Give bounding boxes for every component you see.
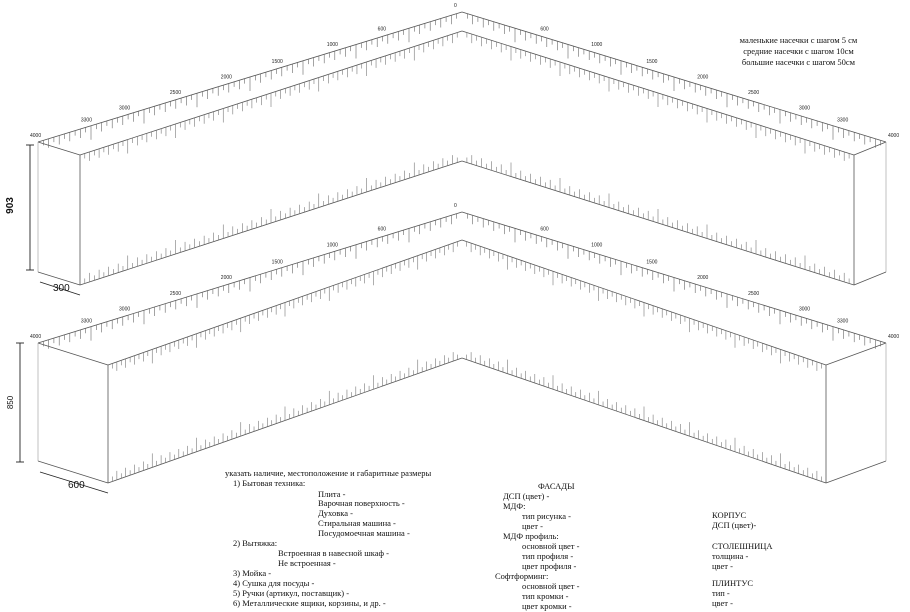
lower-ruler-label-left: 3000 — [119, 306, 130, 312]
appliances-item3: 3) Мойка - — [233, 568, 272, 578]
appliance-washer: Стиральная машина - — [318, 518, 396, 528]
upper-ruler-label-right: 2500 — [748, 90, 759, 96]
facades-mdf-profile: МДФ профиль: — [503, 531, 559, 541]
lower-ruler-label-right: 3300 — [837, 318, 848, 324]
countertop-color: цвет - — [712, 561, 733, 571]
facades-softforming: Софтформинг: — [495, 571, 549, 581]
appliances-item4: 4) Сушка для посуды - — [233, 578, 315, 588]
lower-ruler-label-left: 1000 — [327, 242, 338, 248]
lower-ruler-label-left: 600 — [378, 227, 387, 233]
plinth-color: цвет - — [712, 598, 733, 608]
lower-depth-edge-left — [37, 342, 109, 366]
lower-ruler-label-right: 2000 — [697, 275, 708, 281]
upper-ruler-label-left: 1000 — [327, 42, 338, 48]
lower-ruler-label-right: 1500 — [646, 259, 657, 265]
facades-profile-color: цвет профиля - — [522, 561, 577, 571]
upper-ruler-label-right: 2000 — [697, 75, 708, 81]
lower-ruler-label-right: 600 — [540, 227, 549, 233]
upper-ruler-label-right: 3000 — [799, 106, 810, 112]
upper-depth-dimension: 300 — [53, 283, 70, 294]
lower-ruler-label-left: 1500 — [272, 259, 283, 265]
countertop-title: СТОЛЕШНИЦА — [712, 541, 773, 551]
appliance-hob: Варочная поверхность - — [318, 498, 405, 508]
facades-sf-main-color: основной цвет - — [522, 581, 580, 591]
hood-built-in: Встроенная в навесной шкаф - — [278, 548, 389, 558]
facades-title: ФАСАДЫ — [538, 481, 575, 491]
appliance-dishwasher: Посудомоечная машина - — [318, 528, 410, 538]
upper-ruler-label-right: 600 — [540, 26, 549, 32]
upper-depth-edge-right — [853, 141, 887, 156]
countertop-thickness: толщина - — [712, 551, 749, 561]
legend-large-ticks: большие насечки с шагом 50см — [741, 57, 856, 67]
legend-medium-ticks: средние насечки с шагом 10см — [743, 46, 854, 56]
upper-ruler-label-left: 2000 — [221, 75, 232, 81]
lower-ruler-label-left: 4000 — [30, 334, 41, 340]
upper-ruler-label-left: 3300 — [81, 117, 92, 123]
upper-ruler-label-left: 3000 — [119, 106, 130, 112]
lower-bottom-depth-left — [37, 460, 109, 484]
appliances-intro: указать наличие, местоположение и габари… — [225, 468, 432, 478]
facades-mdf-pattern: тип рисунка - — [522, 511, 571, 521]
facades-mdf-color: цвет - — [522, 521, 543, 531]
upper-ruler-label-left: 2500 — [170, 90, 181, 96]
upper-bottom-depth-right — [853, 271, 887, 286]
upper-ruler-label-left: 4000 — [30, 133, 41, 139]
plinth-title: ПЛИНТУС — [712, 578, 754, 588]
lower-ruler-label-right: 3000 — [799, 306, 810, 312]
upper-ruler-label-right: 4000 — [888, 133, 899, 139]
upper-ruler-label-right: 1500 — [646, 59, 657, 65]
lower-ruler-label-right: 2500 — [748, 291, 759, 297]
plinth-type: тип - — [712, 588, 730, 598]
upper-ruler-label-left: 1500 — [272, 59, 283, 65]
facades-mdf: МДФ: — [503, 501, 526, 511]
lower-depth-edge-right — [825, 342, 887, 366]
appliances-item6: 6) Металлические ящики, корзины, и др. - — [233, 598, 386, 608]
appliance-stove: Плита - — [318, 489, 346, 499]
facades-profile-type: тип профиля - — [522, 551, 574, 561]
facades-edge-type: тип кромки - — [522, 591, 569, 601]
tick-legend: маленькие насечки с шагом 5 см средние н… — [716, 35, 881, 68]
lower-ruler-label-left: 2000 — [221, 275, 232, 281]
body-dsp: ДСП (цвет)- — [712, 520, 757, 530]
lower-ruler-label-left: 0 — [454, 203, 457, 209]
facades-edge-color: цвет кромки - — [522, 601, 572, 611]
lower-height-dimension: 850 — [6, 395, 16, 410]
facades-dsp: ДСП (цвет) - — [503, 491, 550, 501]
hood-not-built-in: Не встроенная - — [278, 558, 336, 568]
upper-height-dimension: 903 — [4, 197, 16, 214]
body-title: КОРПУС — [712, 510, 747, 520]
lower-ruler-label-right: 4000 — [888, 334, 899, 340]
facades-main-color: основной цвет - — [522, 541, 580, 551]
lower-ruler-label-left: 2500 — [170, 291, 181, 297]
upper-depth-edge-left — [37, 141, 81, 156]
appliance-oven: Духовка - — [318, 508, 353, 518]
upper-ruler-label-right: 3300 — [837, 117, 848, 123]
upper-ruler-label-right: 1000 — [591, 42, 602, 48]
lower-depth-dimension: 600 — [68, 480, 85, 491]
upper-ruler-label-left: 0 — [454, 3, 457, 9]
legend-small-ticks: маленькие насечки с шагом 5 см — [739, 35, 858, 45]
lower-ruler-label-left: 3300 — [81, 318, 92, 324]
upper-bottom-depth-left — [37, 271, 81, 286]
upper-ruler-label-left: 600 — [378, 26, 387, 32]
lower-ruler-label-right: 1000 — [591, 242, 602, 248]
appliances-item2: 2) Вытяжка: — [233, 538, 278, 548]
appliances-item1: 1) Бытовая техника: — [233, 478, 306, 488]
lower-bottom-depth-right — [825, 460, 887, 484]
upper-depth-dim-line — [39, 281, 81, 296]
appliances-item5: 5) Ручки (артикул, поставщик) - — [233, 588, 350, 598]
lower-depth-dim-line — [39, 471, 109, 494]
